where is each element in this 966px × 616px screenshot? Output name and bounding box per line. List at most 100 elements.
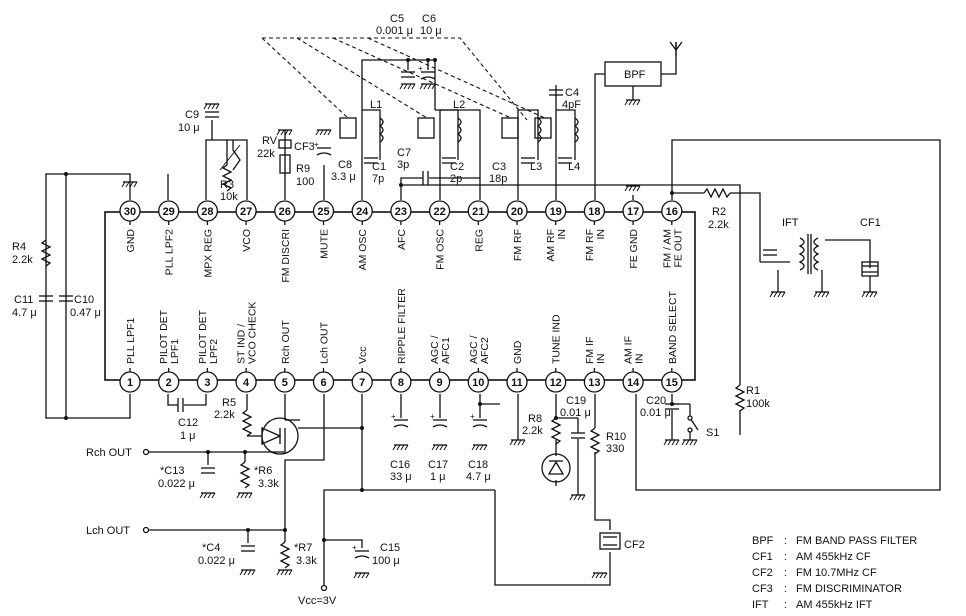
legend-desc: AM 455kHz CF	[796, 551, 871, 563]
pin-name-1: PLL LPF1	[125, 318, 137, 364]
pin-number-7: 7	[359, 377, 365, 389]
legend-colon: :	[784, 599, 787, 611]
pin-name-19: IN	[556, 229, 568, 240]
pin-name-23: AFC	[396, 229, 408, 250]
pin-number-2: 2	[166, 377, 172, 389]
label-c12-val: 1 μ	[180, 430, 196, 442]
pin-23	[390, 200, 412, 222]
legend-colon: :	[784, 551, 787, 563]
label-c6-val: 10 μ	[420, 25, 442, 37]
pin-number-30: 30	[124, 206, 136, 218]
label-r4-val: 2.2k	[12, 254, 33, 266]
pin-name-5: Rch OUT	[280, 320, 292, 364]
pin-number-24: 24	[356, 206, 369, 218]
label-c3: C3	[492, 161, 506, 173]
pin-number-3: 3	[204, 377, 210, 389]
pin-name-25: MUTE	[319, 229, 331, 259]
pin-name-2: LPF1	[169, 339, 181, 364]
pin-name-10: AFC2	[479, 337, 491, 364]
label-r8: R8	[528, 413, 542, 425]
legend-colon: :	[784, 567, 787, 579]
label-c1-val: 7p	[372, 173, 384, 185]
legend-key: CF1	[752, 551, 773, 563]
pin-number-19: 19	[550, 206, 562, 218]
pin-21	[467, 200, 489, 222]
pin-number-5: 5	[282, 377, 288, 389]
pin-5	[274, 371, 296, 393]
pin-number-18: 18	[588, 206, 600, 218]
label-c9: C9	[185, 109, 199, 121]
pin-27	[235, 200, 257, 222]
pin-number-21: 21	[472, 206, 484, 218]
label-c7-val: 3p	[397, 159, 409, 171]
label-c15-val: 100 μ	[372, 555, 400, 567]
label-r2: R2	[712, 206, 726, 218]
label-c2-val: 2p	[450, 173, 462, 185]
pin-name-11: GND	[512, 340, 524, 364]
pin-13	[583, 371, 606, 393]
label-r10-val: 330	[606, 443, 624, 455]
label-c11: C11	[14, 294, 33, 306]
label-c2: C2	[450, 161, 464, 173]
label-c4-bottom-val: 0.022 μ	[198, 555, 235, 567]
label-bpf: BPF	[624, 69, 646, 81]
label-c6: C6	[422, 13, 436, 25]
pin-number-17: 17	[627, 206, 639, 218]
label-c13: *C13	[160, 465, 184, 477]
label-c18-val: 4.7 μ	[466, 471, 491, 483]
label-l4: L4	[568, 161, 580, 173]
pin-name-18: IN	[595, 229, 607, 240]
pin-30	[119, 200, 141, 222]
label-c17: C17	[428, 459, 448, 471]
legend-key: CF3	[752, 583, 773, 595]
pin-name-19: AM RF	[545, 229, 557, 262]
pin-17	[622, 200, 644, 222]
pin-number-6: 6	[320, 377, 326, 389]
label-r6-val: 3.3k	[258, 478, 279, 490]
label-cf3: CF3	[294, 141, 315, 153]
pin-name-14: IN	[634, 354, 646, 365]
pin-name-8: RIPPLE FILTER	[396, 288, 408, 364]
pin-name-9: AGC /	[429, 335, 441, 364]
label-c12: C12	[178, 417, 198, 429]
pin-14	[622, 371, 644, 393]
component-symbols	[38, 41, 879, 592]
pin-name-26: FM DISCRI	[280, 229, 292, 283]
label-r5: R5	[222, 397, 236, 409]
pin-name-16: FE OUT	[672, 228, 684, 267]
label-c17-val: 1 μ	[430, 471, 446, 483]
pin-22	[428, 200, 451, 222]
label-c20-val: 0.01 μ	[640, 407, 671, 419]
pin-7	[351, 371, 373, 393]
label-c4-bottom: *C4	[202, 542, 220, 554]
legend-desc: FM BAND PASS FILTER	[796, 535, 917, 547]
pin-number-1: 1	[127, 377, 133, 389]
label-r9-val: 100	[296, 176, 314, 188]
pin-name-6: Lch OUT	[319, 321, 331, 364]
pin-12	[545, 371, 567, 393]
label-r2-val: 2.2k	[708, 219, 729, 231]
label-r1-val: 100k	[746, 398, 770, 410]
pin-4	[235, 371, 257, 393]
label-c7: C7	[397, 147, 411, 159]
pin-number-20: 20	[511, 206, 523, 218]
pin-name-27: VCO	[241, 229, 253, 252]
label-l2: L2	[453, 99, 465, 111]
label-r6: *R6	[254, 465, 272, 477]
label-c16-val: 33 μ	[390, 471, 412, 483]
pin-number-16: 16	[666, 206, 678, 218]
pin-name-22: FM OSC	[435, 229, 447, 270]
label-r3: R3	[220, 179, 234, 191]
pin-number-25: 25	[317, 206, 329, 218]
label-r7: *R7	[294, 542, 312, 554]
pin-2	[158, 371, 180, 393]
label-vcc: Vcc=3V	[298, 595, 337, 607]
pin-name-13: FM IF	[584, 337, 596, 364]
pin-name-3: LPF2	[208, 339, 220, 364]
pin-19	[545, 200, 567, 222]
label-c4-top: C4	[565, 87, 579, 99]
pin-number-9: 9	[437, 377, 443, 389]
label-c16: C16	[390, 459, 410, 471]
